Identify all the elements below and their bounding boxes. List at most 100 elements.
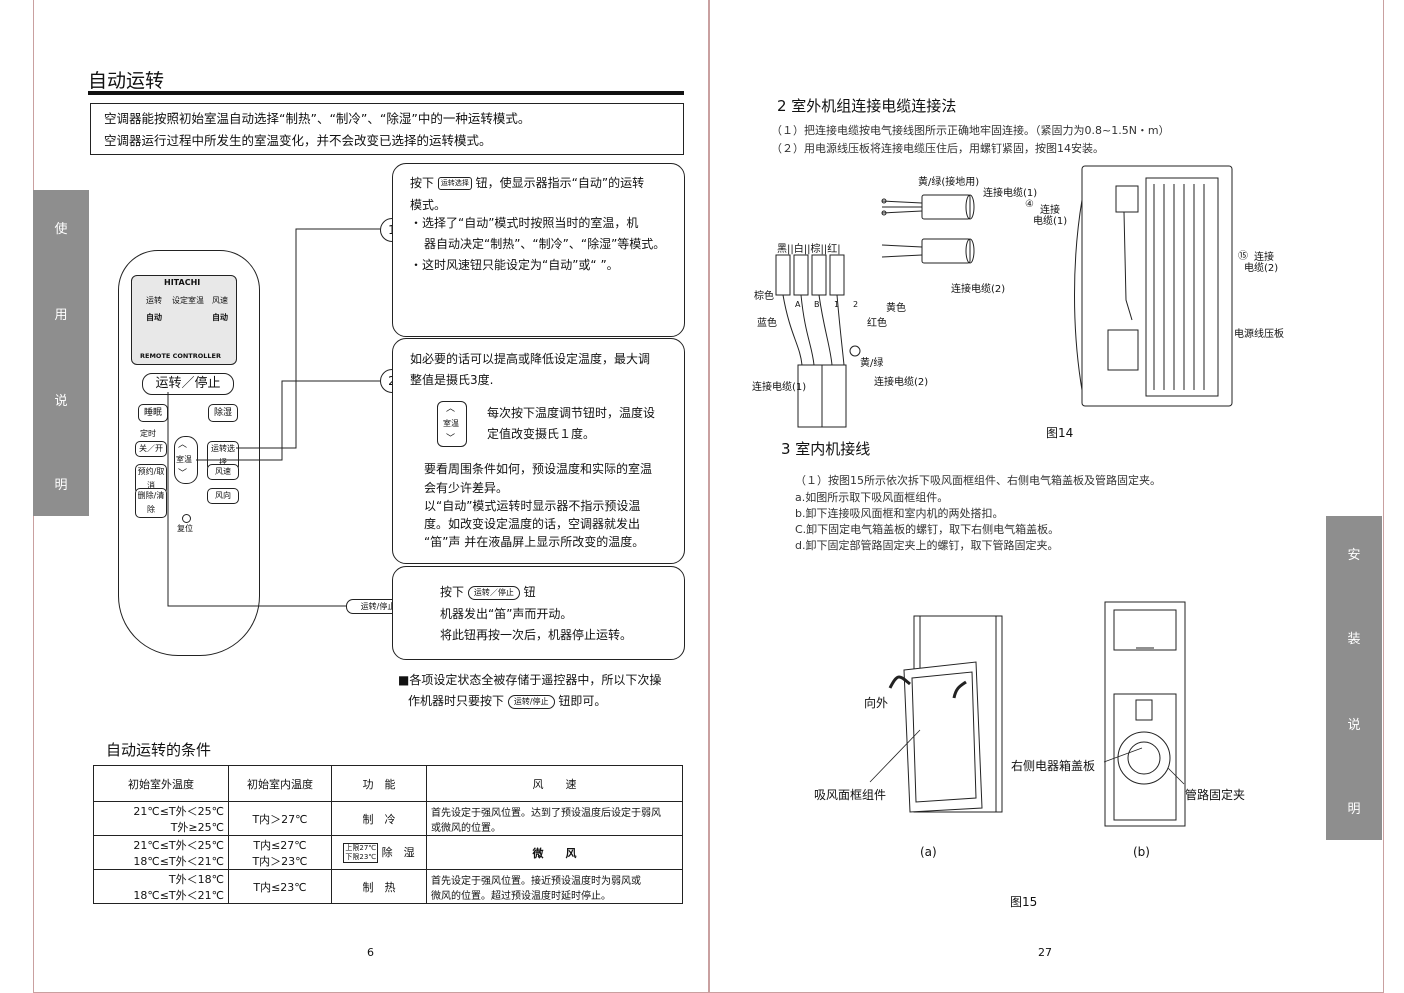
fig15-outward: 向外: [864, 696, 889, 710]
step-2-box: [392, 338, 685, 564]
terminal-2: 2: [853, 300, 859, 309]
timer-label: 定时: [140, 429, 156, 438]
step-3-line-3: 将此钮再按一次后，机器停止运转。: [440, 628, 633, 642]
lcd-caption: REMOTE CONTROLLER: [140, 352, 222, 360]
memo-line-1: ■各项设定状态全被存储于遥控器中，所以下次操: [398, 673, 662, 687]
cell-line: 21℃≤T外＜25℃: [133, 838, 224, 852]
section-3-line-3: b.卸下连接吸风面框和室内机的两处搭扣。: [795, 507, 1004, 520]
sleep-button[interactable]: 睡眠: [138, 404, 168, 422]
side-tab-installation: 安 装 说 明: [1326, 516, 1382, 840]
callout-15-line-2: 电缆(2): [1244, 263, 1279, 274]
cell-outdoor: 21℃≤T外＜25℃ T外≥25℃: [93, 801, 229, 836]
step-1-line-1: 按下 运转选择 钮，使显示器指示“自动”的运转: [410, 174, 644, 191]
callout-4-line-2: 电缆(1): [1033, 216, 1068, 227]
step-2-line-6: 度。如改变设定温度的话，空调器就发出: [424, 517, 641, 531]
indoor-unit-drawing-b: [1104, 601, 1186, 827]
cell-fan: 首先设定于强风位置。接近预设温度时为弱风或微风的位置。超过预设温度时延时停止。: [426, 869, 683, 904]
intro-box: [90, 103, 684, 155]
fan-direction-button[interactable]: 风向: [207, 488, 239, 504]
section-3-line-5: d.卸下固定部管路固定夹上的螺钉，取下管路固定夹。: [795, 539, 1059, 552]
title-underline: [88, 91, 684, 95]
cell-line: 18℃≤T外＜21℃: [133, 854, 224, 868]
fig15-panel-frame: 吸风面框组件: [814, 788, 887, 802]
dehumidify-button[interactable]: 除湿: [208, 404, 238, 422]
step-1-box: [392, 163, 685, 337]
cell-indoor: T内≤23℃: [228, 869, 332, 904]
temp-adjust-label: 室温: [443, 419, 459, 428]
memo-line-2: 作机器时只要按下 运转/停止 钮即可。: [408, 692, 606, 709]
fig15-leader-lines: [869, 729, 1185, 785]
header-fan: 风 速: [426, 765, 683, 802]
cell-indoor: T内＞27℃: [228, 801, 332, 836]
on-off-timer-button[interactable]: 关／开: [135, 441, 167, 457]
callout-15-line-1: 连接: [1254, 252, 1274, 263]
temp-down-icon[interactable]: ﹀: [178, 469, 188, 479]
cell-line: 或微风的位置。: [431, 822, 501, 834]
delete-clear-button[interactable]: 删除/清除: [135, 488, 167, 518]
step-2-number: 2: [388, 374, 396, 388]
cell-line: 首先设定于强风位置。达到了预设温度后设定于弱风: [431, 807, 661, 819]
section-2-line-2: （２）用电源线压板将连接电缆压住后，用螺钉紧固，按图14安装。: [771, 142, 1104, 155]
temp-up-icon[interactable]: ︿: [178, 440, 188, 450]
side-tab-char: 用: [54, 308, 68, 323]
side-tab-char: 使: [54, 222, 68, 237]
reset-label: 复位: [177, 524, 193, 533]
fig14-cable2-label: 连接电缆(2): [951, 284, 1006, 295]
fig14-brown: 棕色: [754, 291, 774, 302]
remote-brand: HITACHI: [164, 278, 201, 287]
fig15-label-a: (a): [920, 845, 937, 859]
step-2-line-5: 以“自动”模式运转时显示器不指示预设温: [424, 499, 641, 513]
reset-button[interactable]: [182, 514, 191, 523]
fig15-label-b: (b): [1133, 845, 1150, 859]
step-3-box: [392, 566, 685, 660]
callout-15-number: ⑮: [1238, 251, 1248, 262]
terminal-b: B: [814, 300, 820, 309]
cell-line: 首先设定于强风位置。接近预设温度时为弱风或: [431, 875, 641, 887]
step-1-line-4: 器自动决定“制热”、“制冷”、“除湿”等模式。: [424, 237, 666, 251]
cell-line: T外≥25℃: [170, 820, 224, 834]
step-1-line-5: ・这时风速钮只能设定为“自动”或“ ”。: [410, 258, 619, 272]
callout-lines: [167, 228, 380, 607]
lcd-label-run: 运转: [146, 296, 162, 305]
fan-speed-button[interactable]: 风速: [207, 464, 239, 480]
cell-line: T内≤27℃: [253, 838, 307, 852]
step-1-post: 钮，使显示器指示“自动”的运转: [475, 176, 645, 190]
step-2-note-1: 每次按下温度调节钮时，温度设: [487, 406, 656, 420]
step-3-pointer-label: 运转/停止: [360, 602, 396, 611]
cell-line: 微风的位置。超过预设温度时延时停止。: [431, 890, 611, 902]
step-1-line-2: 模式。: [410, 198, 447, 212]
cell-line: T外＜18℃: [168, 872, 224, 886]
page-title: 自动运转: [88, 70, 165, 92]
side-tab-char: 说: [54, 394, 68, 409]
section-2-line-1: （１）把连接电缆按电气接线图所示正确地牢固连接。（紧固力为0.8~1.5N・m）: [771, 124, 1170, 137]
callout-4-line-1: 连接: [1040, 205, 1060, 216]
step-2-line-2: 整值是摄氏3度.: [410, 373, 494, 387]
section-3-line-2: a.如图所示取下吸风面框组件。: [795, 491, 949, 504]
rocker-room-temp-label: 室温: [176, 455, 192, 464]
run-stop-button[interactable]: 运转／停止: [142, 373, 234, 395]
remote-screen: [131, 275, 237, 365]
section-2-title: 2 室外机组连接电缆连接法: [777, 97, 957, 115]
cell-line: 21℃≤T外＜25℃: [133, 804, 224, 818]
outdoor-unit-drawing: [1074, 165, 1233, 407]
step-2-line-1: 如必要的话可以提高或降低设定温度，最大调: [410, 352, 651, 366]
fig14-bottom-cable1: 连接电缆(1): [752, 382, 807, 393]
page-number-left: 6: [367, 946, 374, 959]
memo-run-stop-button: 运转/停止: [507, 694, 555, 709]
fig14-cable1-label: 连接电缆(1): [983, 188, 1038, 199]
section-3-title: 3 室内机接线: [781, 440, 871, 458]
step-3-line-2: 机器发出“笛”声而开动。: [440, 607, 573, 621]
memo-pre: 作机器时只要按下: [408, 694, 505, 708]
fig15-caption: 图15: [1010, 895, 1038, 909]
terminal-a: A: [795, 300, 801, 309]
lower-limit: 下限23℃: [345, 852, 377, 861]
lcd-label-fan: 风速: [212, 296, 228, 305]
lcd-auto-left: 自动: [146, 313, 162, 322]
step-3-line-1: 按下 运转／停止 钮: [440, 583, 536, 600]
temp-down-small-icon: ﹀: [446, 434, 456, 444]
